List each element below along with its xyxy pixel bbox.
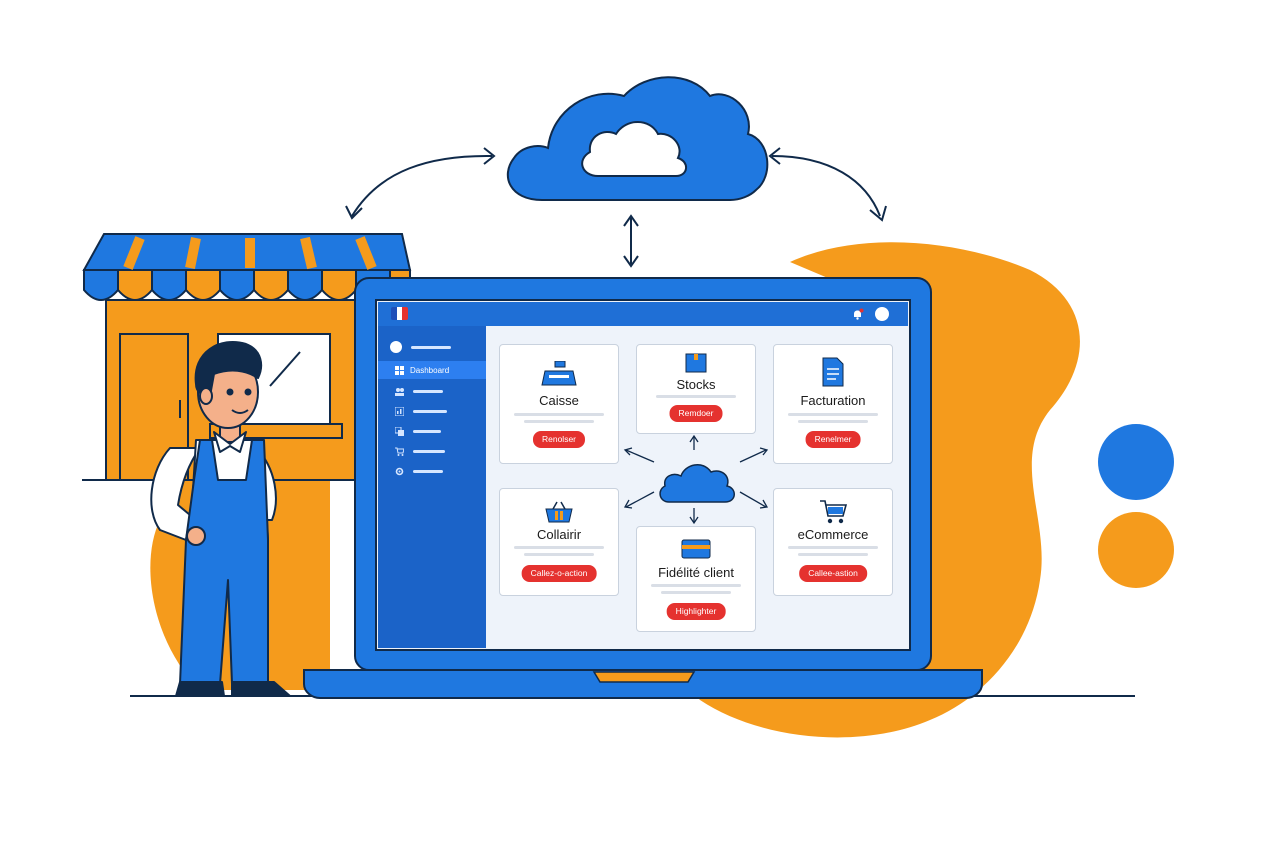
sidebar-item-label: Dashboard — [410, 365, 450, 375]
sidebar-avatar — [390, 341, 402, 353]
module-title: Collairir — [536, 527, 582, 542]
grid-icon — [395, 365, 404, 375]
text-placeholder — [788, 546, 878, 549]
sidebar-item-dashboard[interactable]: Dashboard — [378, 361, 486, 379]
bell-icon[interactable] — [851, 308, 864, 321]
user-avatar[interactable] — [875, 307, 889, 321]
sidebar-user-name-placeholder — [411, 345, 451, 349]
orange-blob — [680, 242, 1080, 738]
sidebar-item-placeholder — [413, 429, 441, 433]
module-card-ecommerce[interactable]: eCommerce Callee-astion — [773, 488, 893, 596]
users-icon — [395, 387, 404, 396]
blue-dot — [1098, 424, 1174, 500]
text-placeholder — [514, 546, 604, 549]
text-placeholder — [524, 553, 594, 556]
merchant-figure — [150, 341, 291, 697]
module-title: Fidélité client — [658, 565, 734, 580]
sync-arrows — [345, 147, 887, 268]
module-title: eCommerce — [797, 527, 869, 542]
sidebar-item-products[interactable] — [378, 422, 486, 440]
cloud-icon — [506, 76, 769, 201]
sidebar-item-settings[interactable] — [378, 462, 486, 480]
module-title: Facturation — [800, 393, 866, 408]
module-title: Stocks — [676, 377, 716, 392]
dashboard-screen: Dashboard — [378, 302, 908, 648]
cloud-sync-icon — [659, 464, 735, 503]
gear-icon — [395, 467, 404, 475]
top-bar — [378, 302, 908, 326]
text-placeholder — [651, 584, 741, 587]
french-flag-icon[interactable] — [391, 307, 408, 320]
text-placeholder — [788, 413, 878, 416]
module-action-button[interactable]: Callez-o-action — [521, 565, 597, 582]
module-action-button[interactable]: Renolser — [532, 431, 586, 448]
module-card-facturation[interactable]: Facturation Renelmer — [773, 344, 893, 464]
cash-register-icon — [541, 361, 577, 386]
sidebar: Dashboard — [378, 326, 486, 648]
orange-dot — [1098, 512, 1174, 588]
module-card-collairir[interactable]: Collairir Callez-o-action — [499, 488, 619, 596]
module-action-button[interactable]: Renelmer — [805, 431, 861, 448]
text-placeholder — [524, 420, 594, 423]
module-action-button[interactable]: Highlighter — [666, 603, 726, 620]
text-placeholder — [798, 420, 868, 423]
chart-icon — [395, 406, 404, 416]
text-placeholder — [661, 591, 731, 594]
sidebar-item-placeholder — [413, 469, 443, 473]
sidebar-item-sales[interactable] — [378, 442, 486, 460]
sidebar-item-placeholder — [413, 409, 447, 413]
invoice-icon — [822, 357, 844, 387]
module-card-stocks[interactable]: Stocks Remdoer — [636, 344, 756, 434]
module-action-button[interactable]: Remdoer — [669, 405, 723, 422]
sidebar-item-reports[interactable] — [378, 402, 486, 420]
sidebar-user[interactable] — [378, 338, 486, 356]
text-placeholder — [656, 395, 736, 398]
sidebar-item-placeholder — [413, 449, 445, 453]
cart-icon — [395, 447, 404, 456]
text-placeholder — [514, 413, 604, 416]
shopping-cart-icon — [820, 500, 847, 524]
module-card-caisse[interactable]: Caisse Renolser — [499, 344, 619, 464]
module-action-button[interactable]: Callee-astion — [799, 565, 867, 582]
sidebar-item-placeholder — [413, 389, 443, 393]
sidebar-item-users[interactable] — [378, 382, 486, 400]
loyalty-card-icon — [681, 539, 711, 559]
box-icon — [685, 353, 707, 373]
module-card-fidelite[interactable]: Fidélité client Highlighter — [636, 526, 756, 632]
module-title: Caisse — [539, 393, 579, 408]
basket-icon — [545, 501, 573, 523]
text-placeholder — [798, 553, 868, 556]
box-icon — [395, 426, 404, 436]
module-sync-arrows — [623, 434, 769, 525]
